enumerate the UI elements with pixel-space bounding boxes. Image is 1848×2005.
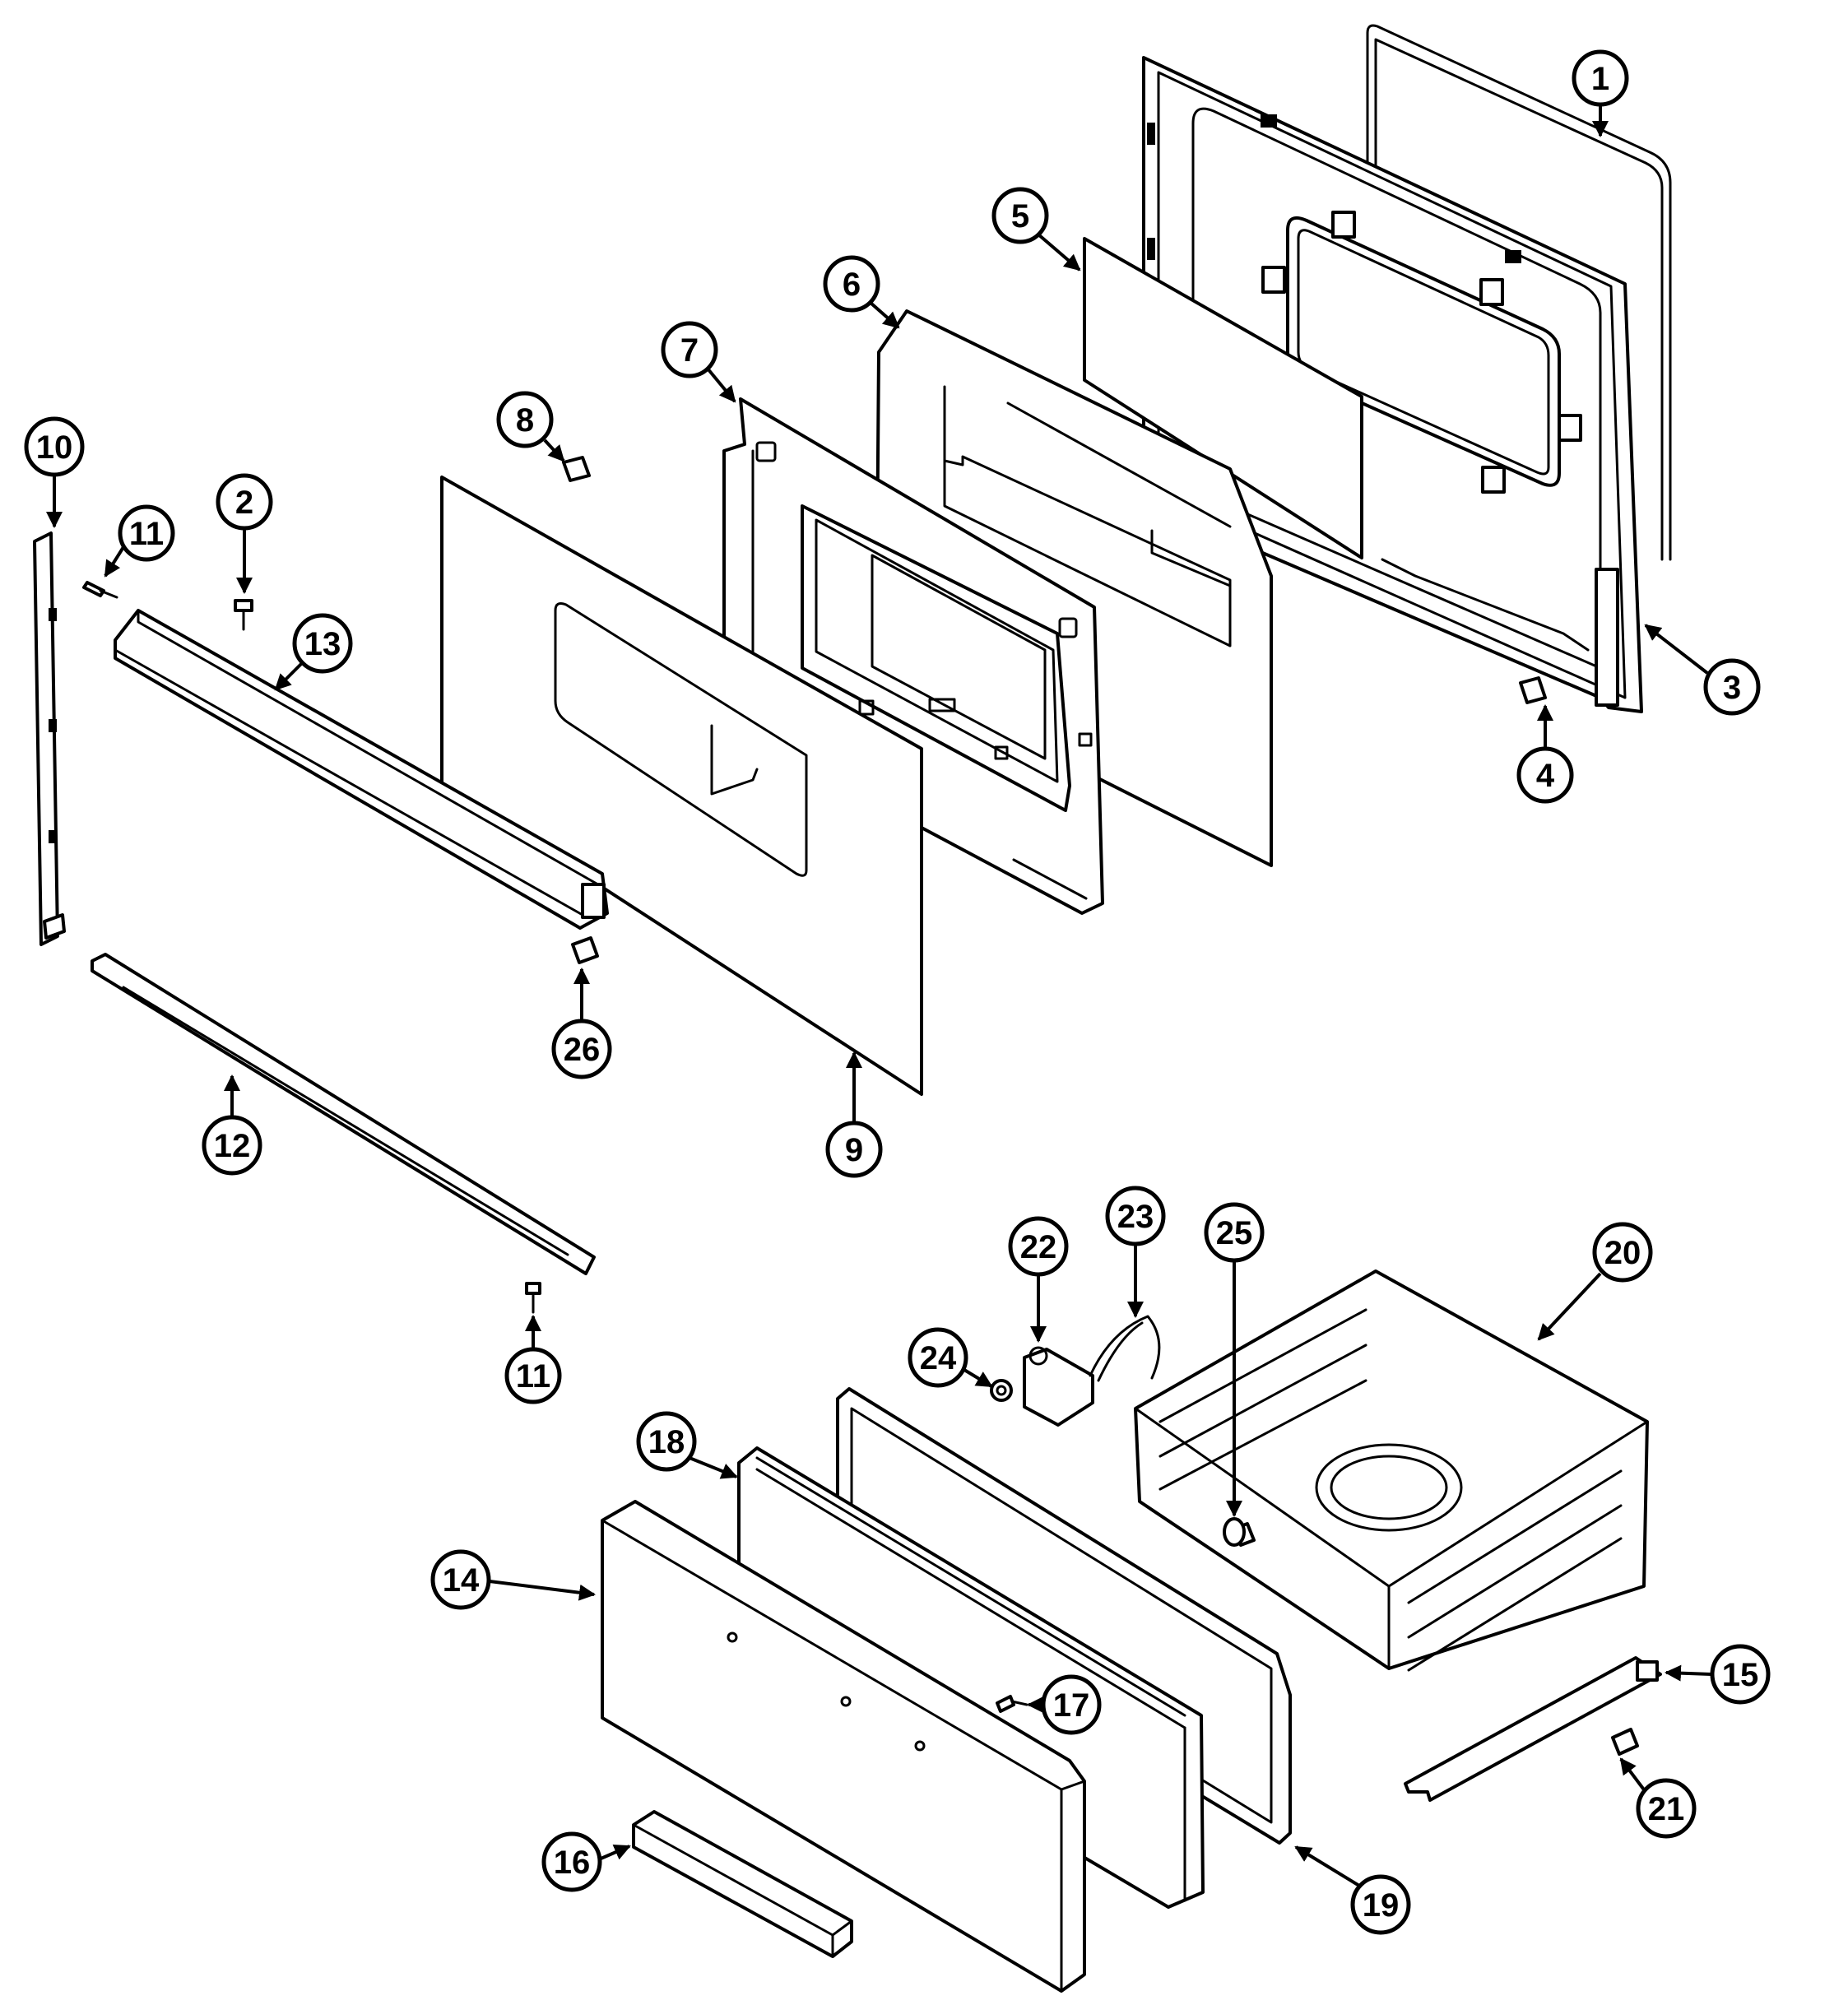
callout-9: 9 [825,1051,883,1178]
callout-19: 19 [1294,1845,1411,1935]
callout-20: 20 [1537,1222,1653,1341]
part-24-nut [990,1379,1013,1402]
svg-text:1: 1 [1591,61,1609,97]
svg-text:11: 11 [516,1358,550,1395]
part-9-outer-door-glass [440,476,923,1096]
svg-text:6: 6 [843,267,861,303]
svg-text:26: 26 [564,1032,601,1068]
svg-text:20: 20 [1604,1235,1641,1271]
callout-4: 4 [1516,704,1574,804]
part-10-side-trim [33,531,66,946]
svg-text:8: 8 [516,402,534,439]
callout-7: 7 [661,321,736,403]
callout-10: 10 [24,416,85,528]
callout-1: 1 [1572,49,1629,137]
svg-text:7: 7 [680,332,699,369]
svg-text:19: 19 [1363,1887,1400,1924]
callout-18: 18 [636,1411,738,1479]
callout-2: 2 [216,473,273,594]
callout-25: 25 [1204,1202,1265,1517]
svg-text:13: 13 [304,626,341,662]
svg-text:5: 5 [1011,198,1029,234]
svg-text:25: 25 [1216,1215,1253,1251]
part-8-clip [562,456,591,482]
part-12-bottom-trim [91,953,596,1275]
svg-text:10: 10 [36,429,73,466]
part-17-screw [996,1695,1028,1713]
svg-text:9: 9 [845,1132,863,1168]
svg-text:16: 16 [554,1845,591,1881]
callout-15: 15 [1665,1644,1771,1705]
part-1-door-gasket [1366,24,1672,561]
callout-5: 5 [991,187,1081,272]
svg-text:18: 18 [648,1424,685,1460]
part-5-glass-panel [1083,237,1363,559]
callout-24: 24 [908,1327,993,1388]
svg-text:15: 15 [1722,1657,1759,1693]
svg-text:4: 4 [1536,758,1555,794]
part-11-screw-upper [82,581,118,599]
svg-text:23: 23 [1117,1199,1154,1235]
callout-6: 6 [823,255,900,329]
part-2-screw [234,599,253,631]
callout-22: 22 [1008,1216,1069,1343]
callout-11-upper: 11 [104,504,175,578]
svg-text:21: 21 [1648,1791,1685,1827]
svg-text:14: 14 [443,1562,480,1599]
svg-text:22: 22 [1020,1229,1057,1265]
svg-text:2: 2 [235,485,253,521]
callout-16: 16 [541,1831,631,1892]
callout-14: 14 [430,1549,596,1610]
svg-text:17: 17 [1053,1687,1090,1724]
callout-3: 3 [1644,624,1761,716]
part-25-bumper [1223,1517,1246,1547]
svg-text:11: 11 [129,516,164,552]
callout-26: 26 [551,968,612,1079]
part-16-drawer-handle [632,1810,853,1958]
svg-text:12: 12 [214,1128,251,1164]
callout-21: 21 [1619,1757,1697,1839]
svg-text:3: 3 [1723,670,1741,706]
part-20-drawer-body [1134,1269,1649,1672]
part-14-drawer-front [601,1500,1086,1993]
callout-13: 13 [274,613,353,691]
part-13-top-trim [114,609,609,930]
callout-11-lower: 11 [504,1315,562,1404]
part-7-door-liner [722,397,1104,915]
part-22-bracket [1023,1346,1094,1427]
callout-12: 12 [202,1074,262,1176]
callout-23: 23 [1105,1186,1166,1318]
svg-text:24: 24 [920,1340,957,1376]
callout-17: 17 [1027,1674,1102,1735]
callout-8: 8 [496,391,565,462]
part-4-clip [1519,676,1547,704]
part-26-clip [571,936,599,964]
part-15-drawer-slide [1404,1656,1662,1802]
part-11-screw-lower [525,1282,541,1314]
part-23-wire [1089,1315,1161,1382]
part-21-clip [1611,1728,1639,1756]
